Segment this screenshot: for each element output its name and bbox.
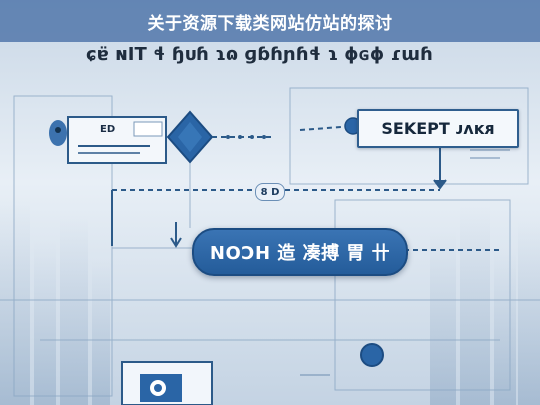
document-label: ED — [100, 124, 116, 135]
document-card — [67, 116, 167, 164]
garbled-subtitle: ɕɐ̈ ɴIT ɬ ɧᴜɦ ɿɷ ɡɓɦɲɦɬ ɿ ɸɢɸ ɾɯɦ — [86, 44, 433, 65]
city-skyline — [0, 200, 540, 405]
central-pill-label: NOƆH 造 凑搏 胃 卄 — [209, 243, 391, 264]
monitor-card — [121, 361, 213, 405]
small-badge-label: 8 D — [260, 186, 280, 198]
diamond-shape — [166, 110, 214, 164]
top-right-label-box: SEKEPT ᴊᴧᴋᴙ — [357, 109, 519, 148]
page-title: 关于资源下载类网站仿站的探讨 — [147, 13, 393, 34]
top-right-label: SEKEPT ᴊᴧᴋᴙ — [381, 119, 495, 138]
bug-icon — [49, 120, 67, 146]
title-bar: 关于资源下载类网站仿站的探讨 — [0, 0, 540, 42]
small-badge: 8 D — [255, 183, 285, 201]
central-pill: NOƆH 造 凑搏 胃 卄 — [192, 228, 408, 276]
bottom-node-circle — [360, 343, 384, 367]
